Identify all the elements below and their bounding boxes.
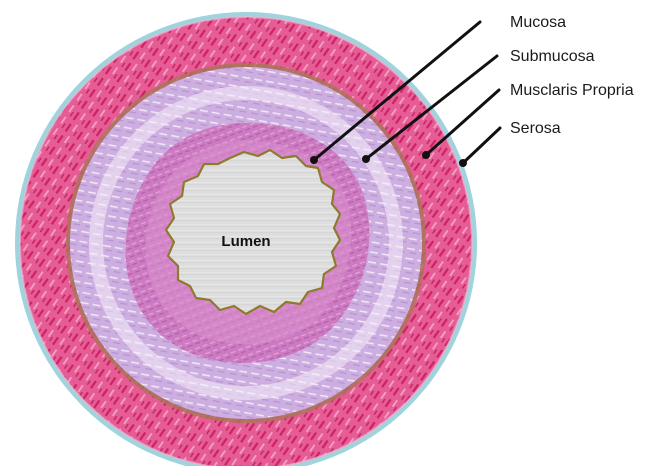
submucosa-leader-dot <box>362 155 370 163</box>
muscularis-propria-label: Musclaris Propria <box>510 82 634 99</box>
serosa-label: Serosa <box>510 120 561 137</box>
submucosa-label: Submucosa <box>510 48 595 65</box>
mucosa-label: Mucosa <box>510 14 566 31</box>
serosa-leader-dot <box>459 159 467 167</box>
lumen-label: Lumen <box>221 233 270 250</box>
mucosa-leader-dot <box>310 156 318 164</box>
serosa-leader-line <box>463 128 500 163</box>
muscularis-leader-dot <box>422 151 430 159</box>
